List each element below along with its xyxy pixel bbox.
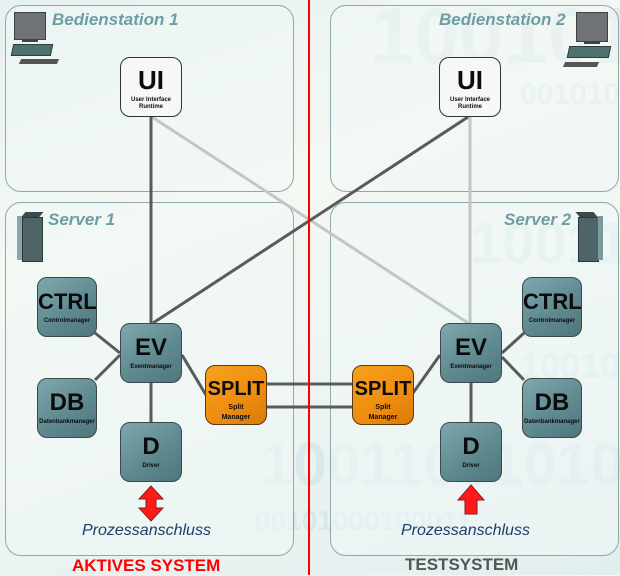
- ev-node-2[interactable]: EV Eventmanager: [440, 323, 502, 383]
- workstation-title-2: Bedienstation 2: [439, 10, 566, 29]
- node-name: Eventmanager: [450, 364, 492, 370]
- link-db1-ev1: [93, 353, 122, 382]
- computer-icon: [10, 12, 60, 66]
- node-abbr: CTRL: [523, 289, 582, 314]
- ctrl-node-1[interactable]: CTRL Controlmanager: [37, 277, 97, 337]
- server-title-1: Server 1: [48, 210, 116, 229]
- node-name: Driver: [462, 463, 480, 469]
- node-name: Runtime: [139, 104, 163, 110]
- node-name: Manager: [221, 414, 251, 421]
- node-abbr: EV: [134, 334, 167, 361]
- link-db2-ev2: [500, 355, 526, 382]
- node-abbr: EV: [454, 334, 487, 361]
- process-connection-label-2: Prozessanschluss: [401, 522, 530, 539]
- node-name: User Interface: [449, 97, 491, 103]
- node-name: Eventmanager: [130, 364, 172, 370]
- node-name: Split: [228, 404, 244, 411]
- ui-node-1[interactable]: UI User Interface Runtime: [120, 57, 182, 117]
- process-connection-label-1: Prozessanschluss: [82, 522, 211, 539]
- node-name: Runtime: [458, 104, 482, 110]
- node-name: Datenbankmanager: [39, 419, 95, 425]
- node-abbr: SPLIT: [207, 378, 265, 400]
- test-system-label: TESTSYSTEM: [405, 555, 519, 574]
- node-abbr: UI: [457, 65, 483, 95]
- db-node-1[interactable]: DB Datenbankmanager: [37, 378, 97, 438]
- link-ctrl1-ev1: [94, 331, 121, 355]
- server-icon: [575, 212, 604, 262]
- ui-node-2[interactable]: UI User Interface Runtime: [439, 57, 501, 117]
- up-arrow-icon: [456, 484, 486, 515]
- node-abbr: UI: [138, 65, 164, 95]
- link-split2-ev2: [411, 354, 442, 394]
- node-abbr: CTRL: [38, 289, 97, 314]
- ctrl-node-2[interactable]: CTRL Controlmanager: [522, 277, 582, 337]
- split-node-1[interactable]: SPLIT Split Manager: [205, 365, 267, 425]
- node-abbr: D: [142, 433, 160, 460]
- server-title-2: Server 2: [504, 210, 572, 229]
- server-icon: [17, 212, 44, 262]
- bidirectional-arrow-icon: [137, 485, 165, 522]
- link-ui2-ev1: [152, 115, 469, 325]
- node-abbr: SPLIT: [354, 378, 412, 400]
- driver-node-1[interactable]: D Driver: [120, 422, 182, 482]
- node-abbr: DB: [49, 389, 85, 416]
- computer-icon: [562, 12, 614, 68]
- workstation-title-1: Bedienstation 1: [52, 10, 179, 29]
- ev-node-1[interactable]: EV Eventmanager: [120, 323, 182, 383]
- node-name: Datenbankmanager: [524, 419, 580, 425]
- node-abbr: D: [462, 433, 480, 460]
- node-name: User Interface: [130, 97, 172, 103]
- active-system-label: AKTIVES SYSTEM: [72, 556, 221, 575]
- node-name: Split: [375, 404, 391, 411]
- driver-node-2[interactable]: D Driver: [440, 422, 502, 482]
- link-ev1-split1: [180, 354, 208, 396]
- split-node-2[interactable]: SPLIT Split Manager: [352, 365, 414, 425]
- node-name: Controlmanager: [528, 318, 576, 324]
- node-name: Controlmanager: [43, 318, 91, 324]
- node-name: Manager: [368, 414, 398, 421]
- link-ctrl2-ev2: [500, 331, 526, 355]
- node-abbr: DB: [534, 389, 570, 416]
- node-name: Driver: [142, 463, 160, 469]
- db-node-2[interactable]: DB Datenbankmanager: [522, 378, 582, 438]
